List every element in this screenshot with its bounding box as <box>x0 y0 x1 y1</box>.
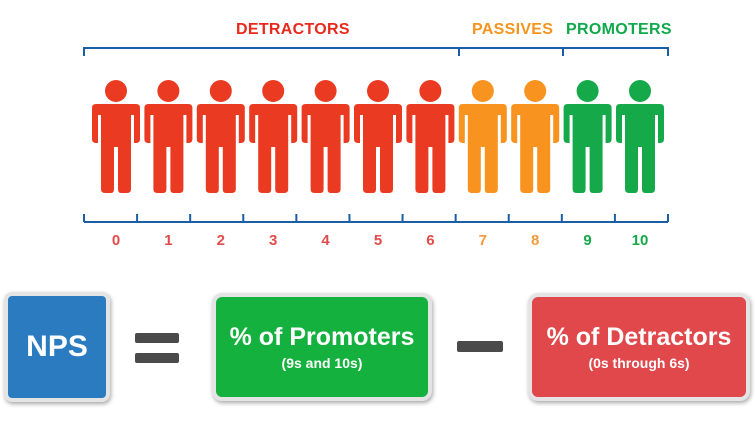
nps-box: NPS <box>4 292 110 402</box>
person-icon-10 <box>616 80 664 193</box>
person-icon-4 <box>301 80 350 193</box>
scale-number-7: 7 <box>478 232 487 249</box>
person-icon-5 <box>354 80 402 193</box>
person-icon-1 <box>144 80 193 193</box>
promoters-label: PROMOTERS <box>566 21 672 38</box>
scale-number-0: 0 <box>111 232 121 249</box>
person-icon-8 <box>511 80 560 193</box>
passives-label: PASSIVES <box>472 21 554 38</box>
scale-number-6: 6 <box>426 232 435 249</box>
bracket-1 <box>458 47 564 56</box>
promoters-title: % of Promoters <box>229 323 415 351</box>
person-icon-2 <box>196 80 245 193</box>
person-icon-7 <box>458 80 507 193</box>
scale-number-3: 3 <box>269 232 278 249</box>
equals-sign <box>135 333 179 363</box>
scale-number-2: 2 <box>216 232 225 249</box>
detractors-title: % of Detractors <box>546 323 732 351</box>
scale-number-10: 10 <box>631 232 649 249</box>
detractors-subtitle: (0s through 6s) <box>588 355 690 371</box>
scale-number-4: 4 <box>321 232 330 249</box>
bracket-2 <box>562 47 669 56</box>
scale-number-5: 5 <box>373 232 383 249</box>
detractors-label: DETRACTORS <box>236 21 350 38</box>
person-icon-0 <box>92 80 140 193</box>
scale-number-1: 1 <box>164 232 173 249</box>
promoters-subtitle: (9s and 10s) <box>281 355 363 371</box>
promoters-box: % of Promoters (9s and 10s) <box>212 293 432 401</box>
scale-number-9: 9 <box>583 232 592 249</box>
detractors-box: % of Detractors (0s through 6s) <box>528 293 750 401</box>
nps-label: NPS <box>26 330 88 363</box>
scale-number-8: 8 <box>531 232 540 249</box>
person-icon-6 <box>406 80 455 193</box>
person-icon-9 <box>563 80 612 193</box>
bracket-0 <box>83 47 460 56</box>
minus-sign <box>457 341 503 352</box>
person-icon-3 <box>249 80 298 193</box>
